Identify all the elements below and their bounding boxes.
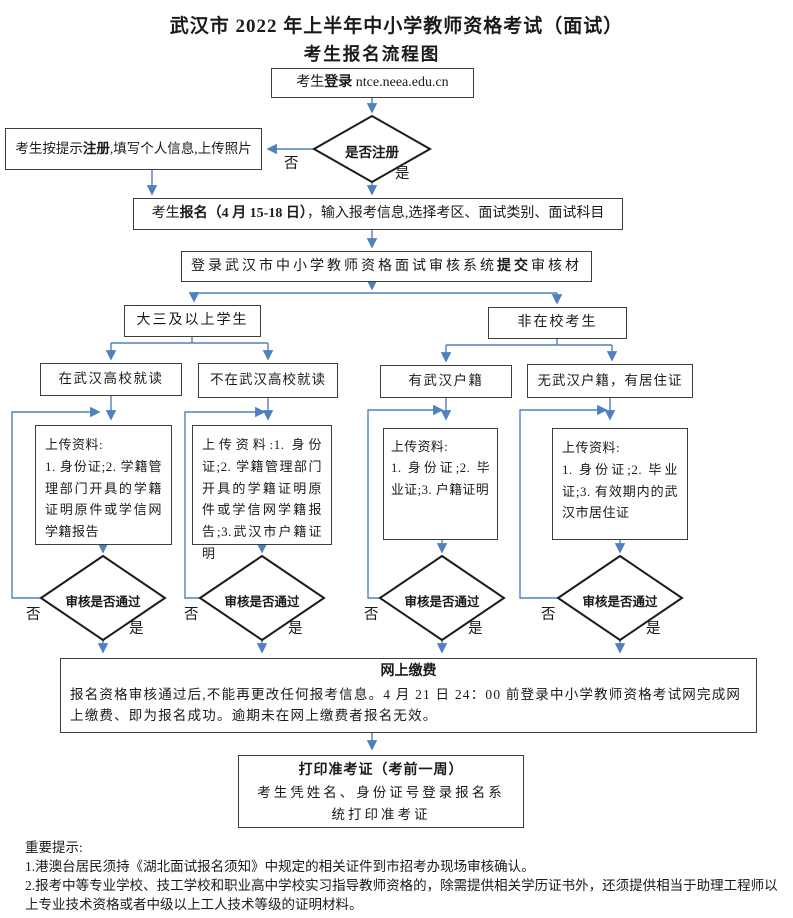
signup-box: 考生报名（4 月 15-18 日），输入报考信息,选择考区、面试类别、面试科目 xyxy=(133,198,623,230)
print-body: 考生凭姓名、身份证号登录报名系统打印准考证 xyxy=(257,784,505,822)
payment-body: 报名资格审核通过后,不能再更改任何报考信息。4 月 21 日 24：00 前登录… xyxy=(70,686,742,724)
upload-box-4: 上传资料: 1. 身份证;2. 毕业证;3. 有效期内的武汉市居住证 xyxy=(552,428,688,540)
review-4-no-label: 否 xyxy=(541,607,556,623)
login-box: 考生登录 ntce.neea.edu.cn xyxy=(271,68,474,98)
register-text: 考生按提示注册,填写个人信息,上传照片 xyxy=(15,140,252,156)
register-no-label: 否 xyxy=(284,156,299,172)
register-box: 考生按提示注册,填写个人信息,上传照片 xyxy=(5,128,262,170)
payment-title: 网上缴费 xyxy=(380,664,437,679)
notes-item-2: 2.报考中等专业学校、技工学校和职业高中学校实习指导教师资格的，除需提供相关学历… xyxy=(25,878,778,913)
page-subtitle: 考生报名流程图 xyxy=(303,44,441,64)
review-3-yes-label: 是 xyxy=(468,621,483,637)
branch-nonstudents-box: 非在校考生 xyxy=(488,307,627,339)
register-yes-label: 是 xyxy=(395,166,410,182)
upload-box-3: 上传资料: 1. 身份证;2. 毕业证;3. 户籍证明 xyxy=(383,428,498,540)
review-label-3: 审核是否通过 xyxy=(404,595,480,609)
review-label-4: 审核是否通过 xyxy=(582,595,658,609)
branch-students-box: 大三及以上学生 xyxy=(124,305,261,337)
print-box: 打印准考证（考前一周） 考生凭姓名、身份证号登录报名系统打印准考证 xyxy=(238,755,524,828)
review-label-2: 审核是否通过 xyxy=(224,595,300,609)
upload-2-body: 上传资料:1. 身份证;2. 学籍管理部门开具的学籍证明原件或学信网学籍报告;3… xyxy=(202,437,322,562)
payment-box: 网上缴费 报名资格审核通过后,不能再更改任何报考信息。4 月 21 日 24：0… xyxy=(60,658,757,733)
submit-text: 登录武汉市中小学教师资格面试审核系统提交审核材 xyxy=(191,258,582,274)
upload-1-body: 1. 身份证;2. 学籍管理部门开具的学籍证明原件或学信网学籍报告 xyxy=(45,458,162,540)
category-box-other-college: 不在武汉高校就读 xyxy=(198,363,338,398)
review-1-yes-label: 是 xyxy=(129,621,144,637)
upload-3-header: 上传资料: xyxy=(391,440,449,454)
upload-1-header: 上传资料: xyxy=(45,437,104,452)
review-3-no-label: 否 xyxy=(364,607,379,623)
upload-4-header: 上传资料: xyxy=(562,440,621,455)
review-label-1: 审核是否通过 xyxy=(65,595,141,609)
category-box-wuhan-hukou: 有武汉户籍 xyxy=(380,365,512,398)
signup-text: 考生报名（4 月 15-18 日），输入报考信息,选择考区、面试类别、面试科目 xyxy=(151,206,605,222)
page-title: 武汉市 2022 年上半年中小学教师资格考试（面试） xyxy=(169,16,624,37)
category-box-wuhan-college: 在武汉高校就读 xyxy=(40,363,182,396)
review-1-no-label: 否 xyxy=(26,607,41,623)
review-2-no-label: 否 xyxy=(184,607,199,623)
important-notes: 重要提示: 1.港澳台居民须持《湖北面试报名须知》中规定的相关证件到市招考办现场… xyxy=(25,838,787,915)
upload-box-2: 上传资料:1. 身份证;2. 学籍管理部门开具的学籍证明原件或学信网学籍报告;3… xyxy=(192,425,332,561)
register-decision-label: 是否注册 xyxy=(345,145,399,160)
notes-heading: 重要提示: xyxy=(25,840,83,855)
upload-4-body: 1. 身份证;2. 毕业证;3. 有效期内的武汉市居住证 xyxy=(562,461,678,521)
submit-box: 登录武汉市中小学教师资格面试审核系统提交审核材 xyxy=(181,251,592,282)
login-text: 考生登录 ntce.neea.edu.cn xyxy=(296,75,449,91)
review-4-yes-label: 是 xyxy=(646,621,661,637)
category-box-residence-permit: 无武汉户籍，有居住证 xyxy=(527,364,693,398)
upload-box-1: 上传资料: 1. 身份证;2. 学籍管理部门开具的学籍证明原件或学信网学籍报告 xyxy=(35,425,172,545)
print-title: 打印准考证（考前一周） xyxy=(298,763,464,778)
review-2-yes-label: 是 xyxy=(288,621,303,637)
upload-3-body: 1. 身份证;2. 毕业证;3. 户籍证明 xyxy=(391,461,490,497)
notes-item-1: 1.港澳台居民须持《湖北面试报名须知》中规定的相关证件到市招考办现场审核确认。 xyxy=(25,859,535,875)
